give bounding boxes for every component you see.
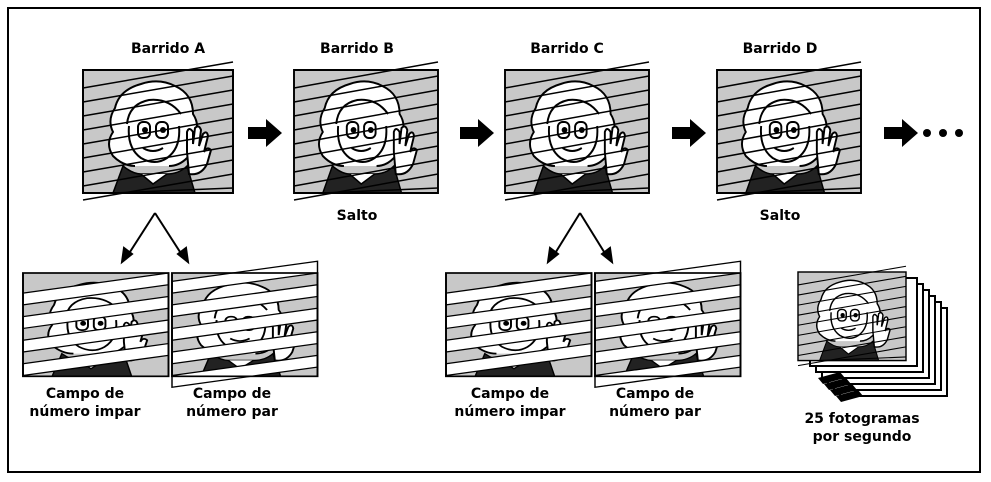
diagram-frame bbox=[7, 7, 981, 473]
sweep-d-screen bbox=[717, 62, 861, 200]
sweep-a-screen bbox=[83, 62, 233, 200]
arrow-d-continue bbox=[884, 119, 918, 147]
sweep-a-title: Barrido A bbox=[130, 41, 206, 57]
sweep-d-title: Barrido D bbox=[742, 41, 818, 57]
odd-field-image-1 bbox=[23, 273, 169, 376]
split-arrows-c bbox=[546, 212, 614, 265]
even-field-image-2 bbox=[595, 261, 741, 387]
arrow-b-to-c bbox=[460, 119, 494, 147]
continuation-dots bbox=[923, 129, 963, 137]
odd-field-image-2 bbox=[446, 273, 592, 376]
even-field-image-1 bbox=[172, 261, 318, 387]
stacked-frames-image bbox=[798, 266, 948, 402]
arrow-c-to-d bbox=[672, 119, 706, 147]
sweep-b-screen bbox=[294, 62, 438, 200]
sweep-c-title: Barrido C bbox=[530, 41, 604, 57]
skip-label-b: Salto bbox=[336, 208, 378, 224]
skip-label-d: Salto bbox=[759, 208, 801, 224]
split-arrows-a bbox=[120, 212, 190, 265]
arrow-a-to-b bbox=[248, 119, 282, 147]
sweep-b-title: Barrido B bbox=[320, 41, 394, 57]
sweep-c-screen bbox=[505, 62, 649, 200]
